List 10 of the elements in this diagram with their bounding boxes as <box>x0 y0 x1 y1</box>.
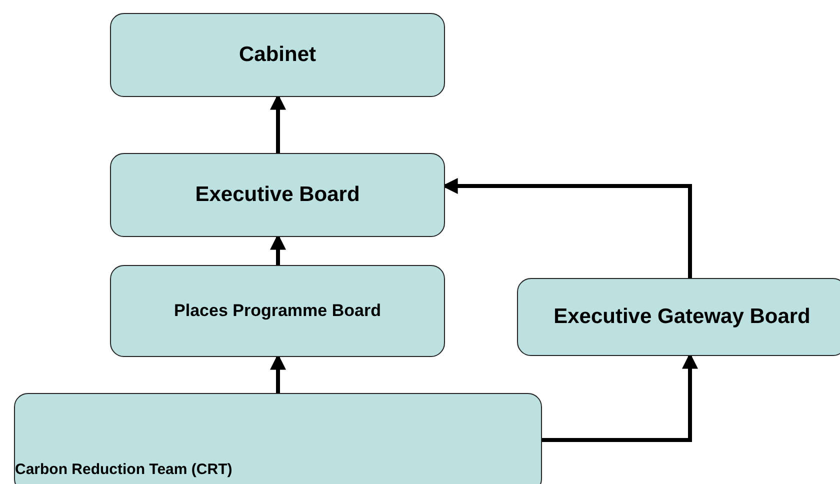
process-box <box>110 13 445 97</box>
process-box <box>110 153 445 237</box>
box-label: Executive Gateway Board <box>554 305 810 329</box>
process-box <box>14 393 542 484</box>
process-box <box>110 265 445 357</box>
box-label: Carbon Reduction Team (CRT) <box>15 460 232 478</box>
box-label: Cabinet <box>238 43 316 67</box>
box-label: Places Programme Board <box>174 301 381 321</box>
process-box <box>517 278 840 356</box>
box-label: Executive Board <box>195 183 360 207</box>
